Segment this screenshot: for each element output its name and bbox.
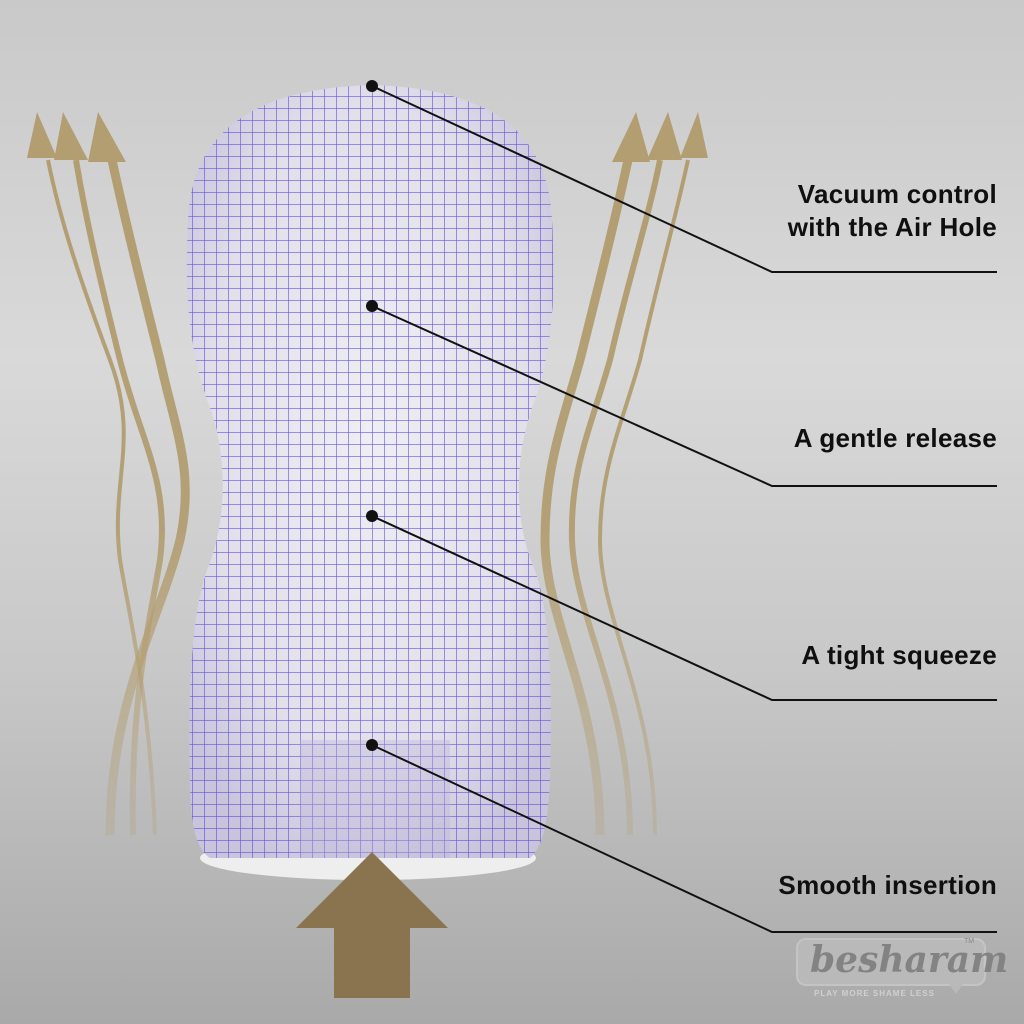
right-airflow-arrows	[540, 159, 690, 836]
watermark-brand-name: besharam	[810, 939, 1009, 981]
right-arrowheads	[612, 112, 708, 162]
left-arrowheads	[27, 112, 126, 162]
watermark-tagline: PLAY MORE SHAME LESS	[814, 989, 935, 998]
callout-vacuum-line1: Vacuum control	[797, 179, 997, 209]
callout-vacuum-control: Vacuum control with the Air Hole	[788, 178, 997, 244]
callout-tight-squeeze: A tight squeeze	[801, 639, 997, 672]
callout-smooth-insertion: Smooth insertion	[778, 869, 997, 902]
callout-dots	[366, 80, 378, 751]
callout-smooth-insertion-text: Smooth insertion	[778, 870, 997, 900]
insertion-arrow	[296, 852, 448, 998]
left-airflow-arrows	[46, 159, 190, 836]
watermark-bubble-tail	[946, 980, 966, 994]
callout-lines	[371, 85, 997, 933]
callout-gentle-release: A gentle release	[794, 422, 997, 455]
watermark-speech-bubble	[798, 940, 984, 984]
callout-tight-squeeze-text: A tight squeeze	[801, 640, 997, 670]
brand-watermark: besharam TM PLAY MORE SHAME LESS	[796, 936, 1008, 1006]
callout-gentle-release-text: A gentle release	[793, 423, 997, 453]
product-mesh-body	[186, 85, 554, 858]
callout-vacuum-line2: with the Air Hole	[787, 212, 997, 242]
watermark-trademark: TM	[964, 938, 975, 945]
